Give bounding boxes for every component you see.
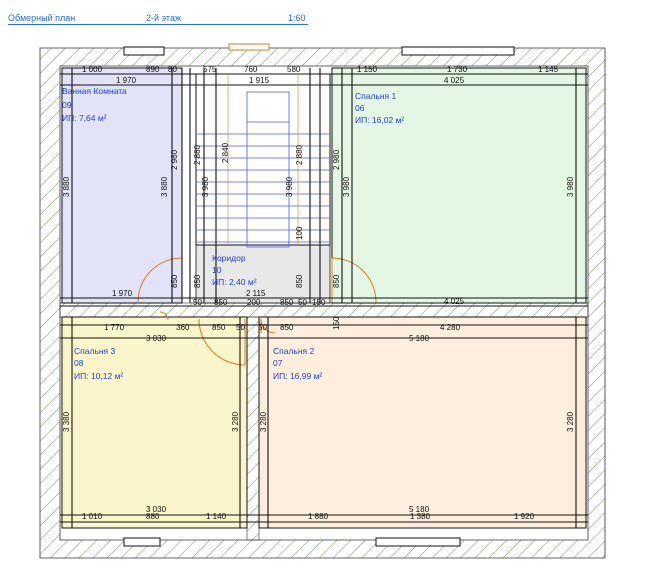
interior-wall-vertical-lower: [246, 316, 260, 541]
dim-v-8: 3 980: [285, 176, 294, 197]
room-corridor: [195, 244, 331, 304]
dim-top-9: 1 145: [538, 65, 559, 74]
dim-v-2: 3 880: [160, 176, 169, 197]
dim-top-4: 575: [203, 65, 217, 74]
dim-mid-c-2: 850: [214, 298, 228, 307]
dim-bottom-5: 1 380: [410, 512, 431, 521]
dim-bottom-total-2: 5 180: [409, 505, 430, 514]
header-underline: [8, 24, 308, 25]
room-corridor-number: 10: [212, 265, 222, 275]
dim-v-12: 3 980: [566, 176, 575, 197]
room-bedroom-1-number: 06: [355, 103, 365, 113]
room-bathroom-area: ИП: 7,64 м²: [62, 113, 107, 123]
dim-top-5: 760: [244, 65, 258, 74]
dim-top-total-2: 1 915: [249, 76, 270, 85]
dimension-thin-lines: [227, 74, 299, 245]
dim-v-11: 3 980: [342, 176, 351, 197]
room-bedroom-3-number: 08: [74, 358, 84, 368]
dim-top-7: 1 150: [357, 65, 378, 74]
floor-label: 2-й этаж: [146, 13, 181, 23]
room-bedroom-3: [61, 316, 248, 529]
dim-mid-b-2: 2 115: [246, 289, 266, 298]
dim-bottom-4: 1 880: [308, 512, 329, 521]
dim-v-4: 2 880: [193, 144, 202, 165]
plan-title: Обмерный план: [8, 13, 76, 23]
dim-mid-a-3: 850: [295, 274, 304, 288]
dim-mid-c-1: 50: [193, 298, 202, 307]
room-corridor-area: ИП: 2,40 м²: [212, 277, 257, 287]
dim-lv-4: 3 280: [566, 411, 575, 432]
dim-low-a-5: 50: [258, 323, 267, 332]
stair-steps: [196, 91, 330, 248]
room-bedroom-3-name: Спальня 3: [74, 346, 116, 356]
room-bedroom-1: [331, 67, 587, 304]
room-bedroom-2-number: 07: [273, 358, 283, 368]
room-bedroom-2-area: ИП: 16,99 м²: [273, 371, 322, 381]
dim-top-2: 890: [146, 65, 160, 74]
dimension-lines: [60, 68, 588, 528]
dim-v-6: 2 840: [221, 142, 230, 163]
dim-bottom-3: 1 140: [206, 512, 227, 521]
dim-low-a-4: 50: [236, 323, 245, 332]
stair-well: [195, 73, 331, 246]
room-corridor-name: Коридор: [212, 253, 246, 263]
dim-low-a-7: 150: [332, 316, 341, 330]
dim-mid-b-3: 4 025: [444, 297, 465, 306]
dim-low-a-3: 850: [212, 323, 226, 332]
dim-low-a-6: 850: [280, 323, 294, 332]
dim-low-b-2: 5 180: [409, 334, 430, 343]
dim-bottom-1: 1 010: [82, 512, 103, 521]
dim-top-3: 80: [168, 65, 177, 74]
dim-top-1: 1 000: [82, 65, 103, 74]
scale-label: 1:60: [288, 13, 306, 23]
dim-bottom-6: 1 920: [514, 512, 535, 521]
dim-v-9: 100: [295, 226, 304, 240]
dim-low-b-1: 3 030: [146, 334, 167, 343]
dim-bottom-2: 880: [146, 512, 160, 521]
room-bedroom-1-area: ИП: 16,02 м²: [355, 115, 404, 125]
room-bedroom-1-name: Спальня 1: [355, 91, 397, 101]
room-bedroom-2-name: Спальня 2: [273, 346, 315, 356]
room-bathroom: [61, 67, 183, 304]
dim-mid-a-2: 850: [193, 274, 202, 288]
dim-mid-c-4: 850: [280, 298, 294, 307]
dim-v-1: 3 880: [62, 176, 71, 197]
dim-v-5: 3 980: [201, 176, 210, 197]
dim-bottom-total-1: 3 030: [146, 505, 167, 514]
dim-v-10: 2 980: [332, 149, 341, 170]
dim-v-7: 2 880: [295, 144, 304, 165]
dim-mid-c-6: 150: [312, 298, 326, 307]
dim-top-total-1: 1 970: [116, 76, 137, 85]
dim-low-a-8: 4 280: [440, 323, 461, 332]
dim-low-a-1: 1 770: [104, 323, 125, 332]
room-bathroom-name: Ванная Комната: [62, 86, 127, 96]
dim-mid-c-3: 200: [247, 298, 261, 307]
dim-mid-a-1: 850: [170, 274, 179, 288]
dim-mid-c-5: 50: [298, 298, 307, 307]
windows: [123, 43, 515, 547]
dim-mid-a-4: 850: [332, 274, 341, 288]
room-bedroom-2: [258, 316, 587, 529]
dim-lv-3: 3 280: [259, 411, 268, 432]
dim-top-8: 1 730: [447, 65, 468, 74]
dim-lv-1: 3 380: [62, 411, 71, 432]
dim-low-a-2: 360: [176, 323, 190, 332]
dim-top-6: 580: [287, 65, 301, 74]
dim-v-3: 2 980: [170, 149, 179, 170]
dim-lv-2: 3 280: [231, 411, 240, 432]
dim-mid-b-1: 1 970: [112, 289, 133, 298]
dim-top-total-3: 4 025: [444, 76, 465, 85]
room-bathroom-number: 09: [62, 100, 72, 110]
room-bedroom-3-area: ИП: 10,12 м²: [74, 371, 123, 381]
